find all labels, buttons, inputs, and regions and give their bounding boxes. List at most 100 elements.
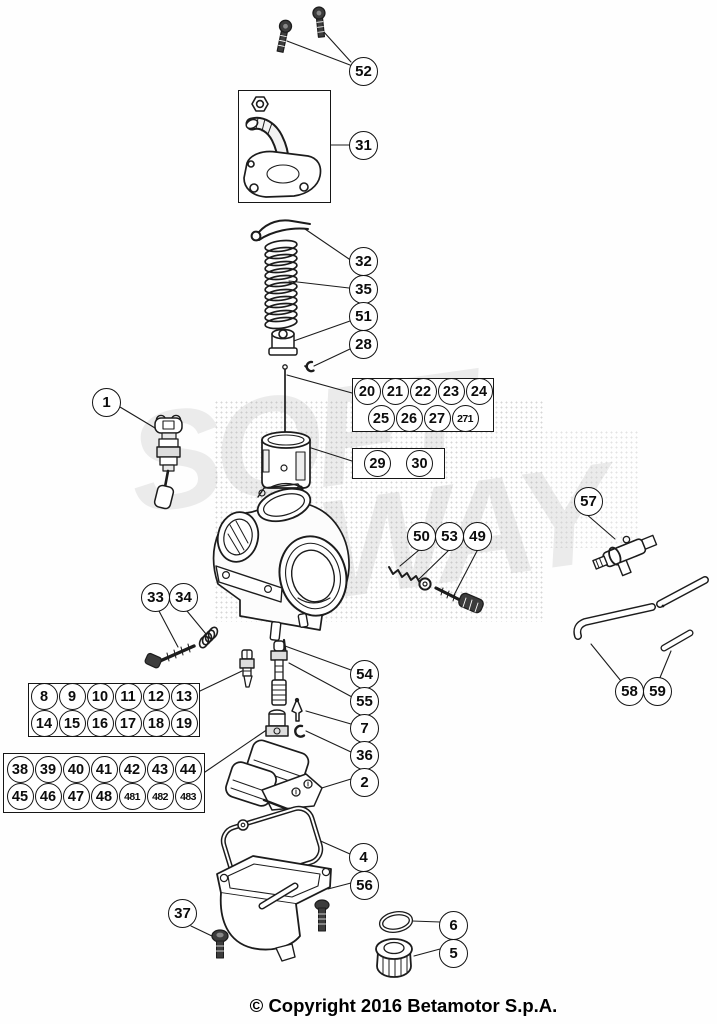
callout-21: 21: [381, 378, 409, 405]
callout-50: 50: [407, 522, 436, 551]
callout-43: 43: [146, 756, 174, 783]
part-fuel-fitting-57: [592, 534, 658, 577]
callout-group-8-19: 8 9 10 11 12 13 14 15 16 17 18 19: [28, 683, 200, 737]
callout-49: 49: [463, 522, 492, 551]
leader-lines: [119, 30, 672, 957]
callout-52: 52: [349, 57, 378, 86]
callout-1: 1: [92, 388, 121, 417]
callout-15: 15: [58, 710, 86, 737]
part-carburetor-body: [212, 483, 350, 658]
callout-48: 48: [90, 783, 118, 810]
callout-35: 35: [349, 275, 378, 304]
callout-481: 481: [118, 783, 146, 810]
callout-28: 28: [349, 330, 378, 359]
part-spring-50: [388, 566, 421, 584]
callout-55: 55: [350, 687, 379, 716]
part-retainer-clip-32: [250, 219, 311, 242]
part-vent-tube-58: [573, 576, 709, 640]
callout-51: 51: [349, 302, 378, 331]
callout-12: 12: [142, 683, 170, 710]
callout-14: 14: [30, 710, 58, 737]
part-oring-6: [378, 911, 414, 933]
callout-46: 46: [34, 783, 62, 810]
callout-29: 29: [364, 450, 391, 477]
callout-22: 22: [409, 378, 437, 405]
callout-17: 17: [114, 710, 142, 737]
part-jet-holder: [265, 709, 289, 737]
part-screw-37: [211, 929, 229, 959]
callout-53: 53: [435, 522, 464, 551]
callout-482: 482: [146, 783, 174, 810]
part-drain-plug-5: [375, 938, 413, 978]
part-spring-seat-51: [268, 328, 298, 356]
callout-33: 33: [141, 583, 170, 612]
part-float-needle-7: [291, 697, 303, 722]
callout-4: 4: [349, 843, 378, 872]
callout-5: 5: [439, 939, 468, 968]
callout-group-29-30: 29 30: [352, 448, 445, 479]
callout-32: 32: [349, 247, 378, 276]
part-clip-36: [294, 724, 306, 738]
callout-38: 38: [6, 756, 34, 783]
part-pilot-jet: [239, 649, 255, 688]
callout-271: 271: [451, 405, 479, 432]
part-float-2: [225, 739, 323, 812]
callout-row: 8 9 10 11 12 13: [30, 683, 198, 710]
callout-10: 10: [86, 683, 114, 710]
part-spring-34: [198, 626, 219, 649]
callout-7: 7: [350, 714, 379, 743]
callout-20: 20: [353, 378, 381, 405]
callout-59: 59: [643, 677, 672, 706]
callout-31: 31: [349, 131, 378, 160]
callout-45: 45: [6, 783, 34, 810]
callout-9: 9: [58, 683, 86, 710]
part-screws-52: [276, 6, 326, 53]
callout-19: 19: [170, 710, 198, 737]
callout-23: 23: [437, 378, 465, 405]
callout-25: 25: [367, 405, 395, 432]
callout-18: 18: [142, 710, 170, 737]
callout-row: 29 30: [364, 450, 434, 477]
callout-56: 56: [350, 871, 379, 900]
part-vent-tube-59: [660, 629, 694, 652]
part-idle-screw-33: [144, 643, 196, 669]
part-throttle-slide-29-30: [261, 431, 311, 489]
callout-57: 57: [574, 487, 603, 516]
part-washer-53: [418, 577, 432, 591]
callout-row: 45 46 47 48 481 482 483: [6, 783, 202, 810]
part-top-cover-31: [243, 96, 322, 198]
callout-row: 20 21 22 23 24: [353, 378, 493, 405]
part-throttle-spring-35: [264, 239, 298, 330]
callout-54: 54: [350, 660, 379, 689]
callout-34: 34: [169, 583, 198, 612]
callout-24: 24: [465, 378, 493, 405]
callout-42: 42: [118, 756, 146, 783]
part-air-screw-49: [434, 586, 484, 614]
callout-36: 36: [350, 741, 379, 770]
copyright-text: © Copyright 2016 Betamotor S.p.A.: [249, 995, 558, 1016]
callout-30: 30: [406, 450, 433, 477]
callout-26: 26: [395, 405, 423, 432]
callout-6: 6: [439, 911, 468, 940]
callout-group-20-271: 20 21 22 23 24 25 26 27 271: [352, 378, 494, 432]
callout-group-38-483: 38 39 40 41 42 43 44 45 46 47 48 481 482…: [3, 753, 205, 813]
callout-40: 40: [62, 756, 90, 783]
callout-47: 47: [62, 783, 90, 810]
part-main-jet: [270, 640, 288, 706]
callout-27: 27: [423, 405, 451, 432]
callout-11: 11: [114, 683, 142, 710]
callout-13: 13: [170, 683, 198, 710]
callout-41: 41: [90, 756, 118, 783]
callout-2: 2: [350, 768, 379, 797]
callout-8: 8: [30, 683, 58, 710]
callout-58: 58: [615, 677, 644, 706]
callout-row: 14 15 16 17 18 19: [30, 710, 198, 737]
part-choke-plunger-1: [153, 414, 183, 510]
callout-39: 39: [34, 756, 62, 783]
callout-row: 25 26 27 271: [367, 405, 479, 432]
callout-483: 483: [174, 783, 202, 810]
part-needle-clip-28: [304, 360, 315, 373]
callout-44: 44: [174, 756, 202, 783]
